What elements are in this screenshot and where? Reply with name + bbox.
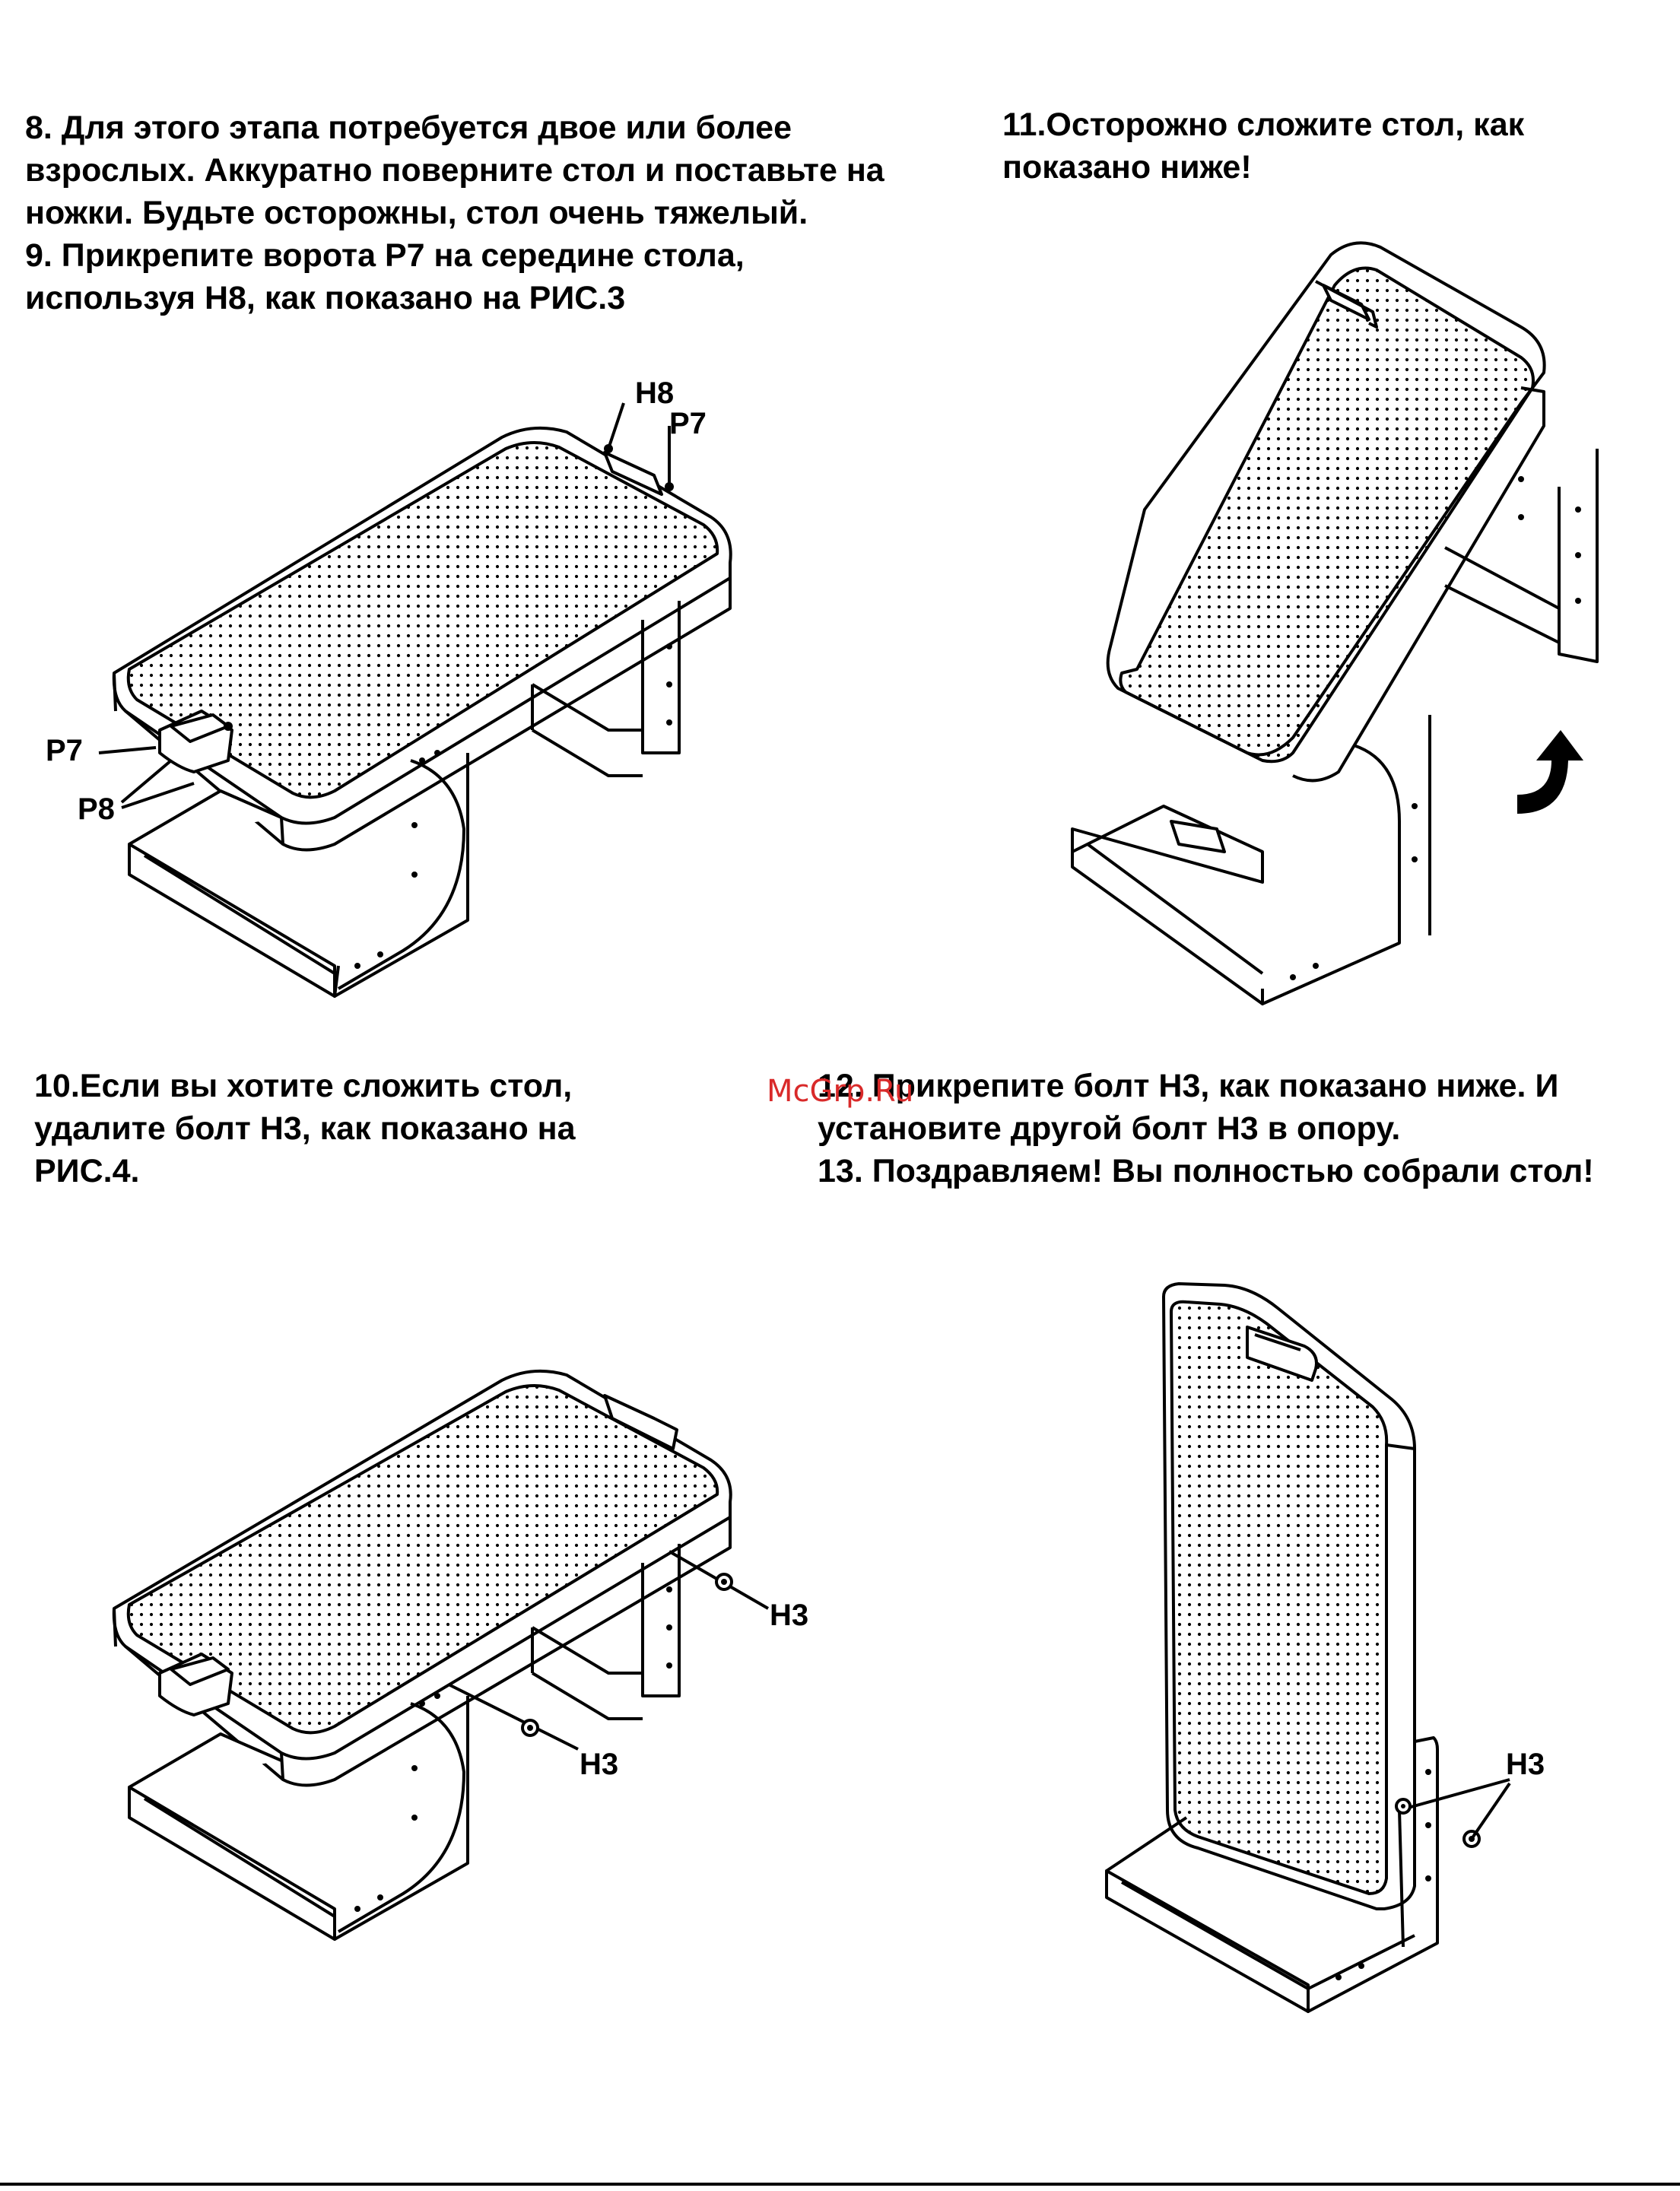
text-line: РИС.4. <box>34 1153 140 1189</box>
figure-attach-goals <box>98 402 732 998</box>
text-line: 11.Осторожно сложите стол, как <box>1002 106 1525 143</box>
bolt-icon <box>521 1719 539 1737</box>
text-line: ножки. Будьте осторожны, стол очень тяже… <box>25 195 808 231</box>
text-line: взрослых. Аккуратно поверните стол и пос… <box>25 152 884 189</box>
bolt-icon <box>715 1573 733 1591</box>
text-line: используя H8, как показано на РИС.3 <box>25 280 626 316</box>
text-line: показано ниже! <box>1002 149 1252 186</box>
text-line: установите другой болт H3 в опору. <box>818 1110 1401 1147</box>
figure-fold-table <box>1071 241 1599 1005</box>
text-line: 8. Для этого этапа потребуется двое или … <box>25 110 792 146</box>
figure-folded-table <box>1105 1282 1511 2013</box>
bottom-rule <box>0 2183 1680 2186</box>
text-line: удалите болт H3, как показано на <box>34 1110 576 1147</box>
text-line: 13. Поздравляем! Вы полностью собрали ст… <box>818 1153 1594 1189</box>
label-p8: P8 <box>78 792 115 826</box>
label-h8: H8 <box>635 376 675 410</box>
watermark: McGrp.Ru <box>767 1074 914 1109</box>
text-line: 9. Прикрепите ворота P7 на середине стол… <box>25 237 745 274</box>
label-h3: H3 <box>1506 1748 1545 1781</box>
label-p7-left: P7 <box>46 734 83 767</box>
text-line: 10.Если вы хотите сложить стол, <box>34 1068 573 1104</box>
label-p7-top: P7 <box>669 407 707 440</box>
text-line: 12. Прикрепите болт H3, как показано ниж… <box>818 1068 1559 1104</box>
figure-remove-bolt <box>112 1369 769 1941</box>
rotate-arrow-icon <box>1517 730 1583 814</box>
label-h3: H3 <box>580 1748 619 1781</box>
bolt-icon <box>1395 1782 1511 1848</box>
label-h3: H3 <box>770 1599 809 1632</box>
